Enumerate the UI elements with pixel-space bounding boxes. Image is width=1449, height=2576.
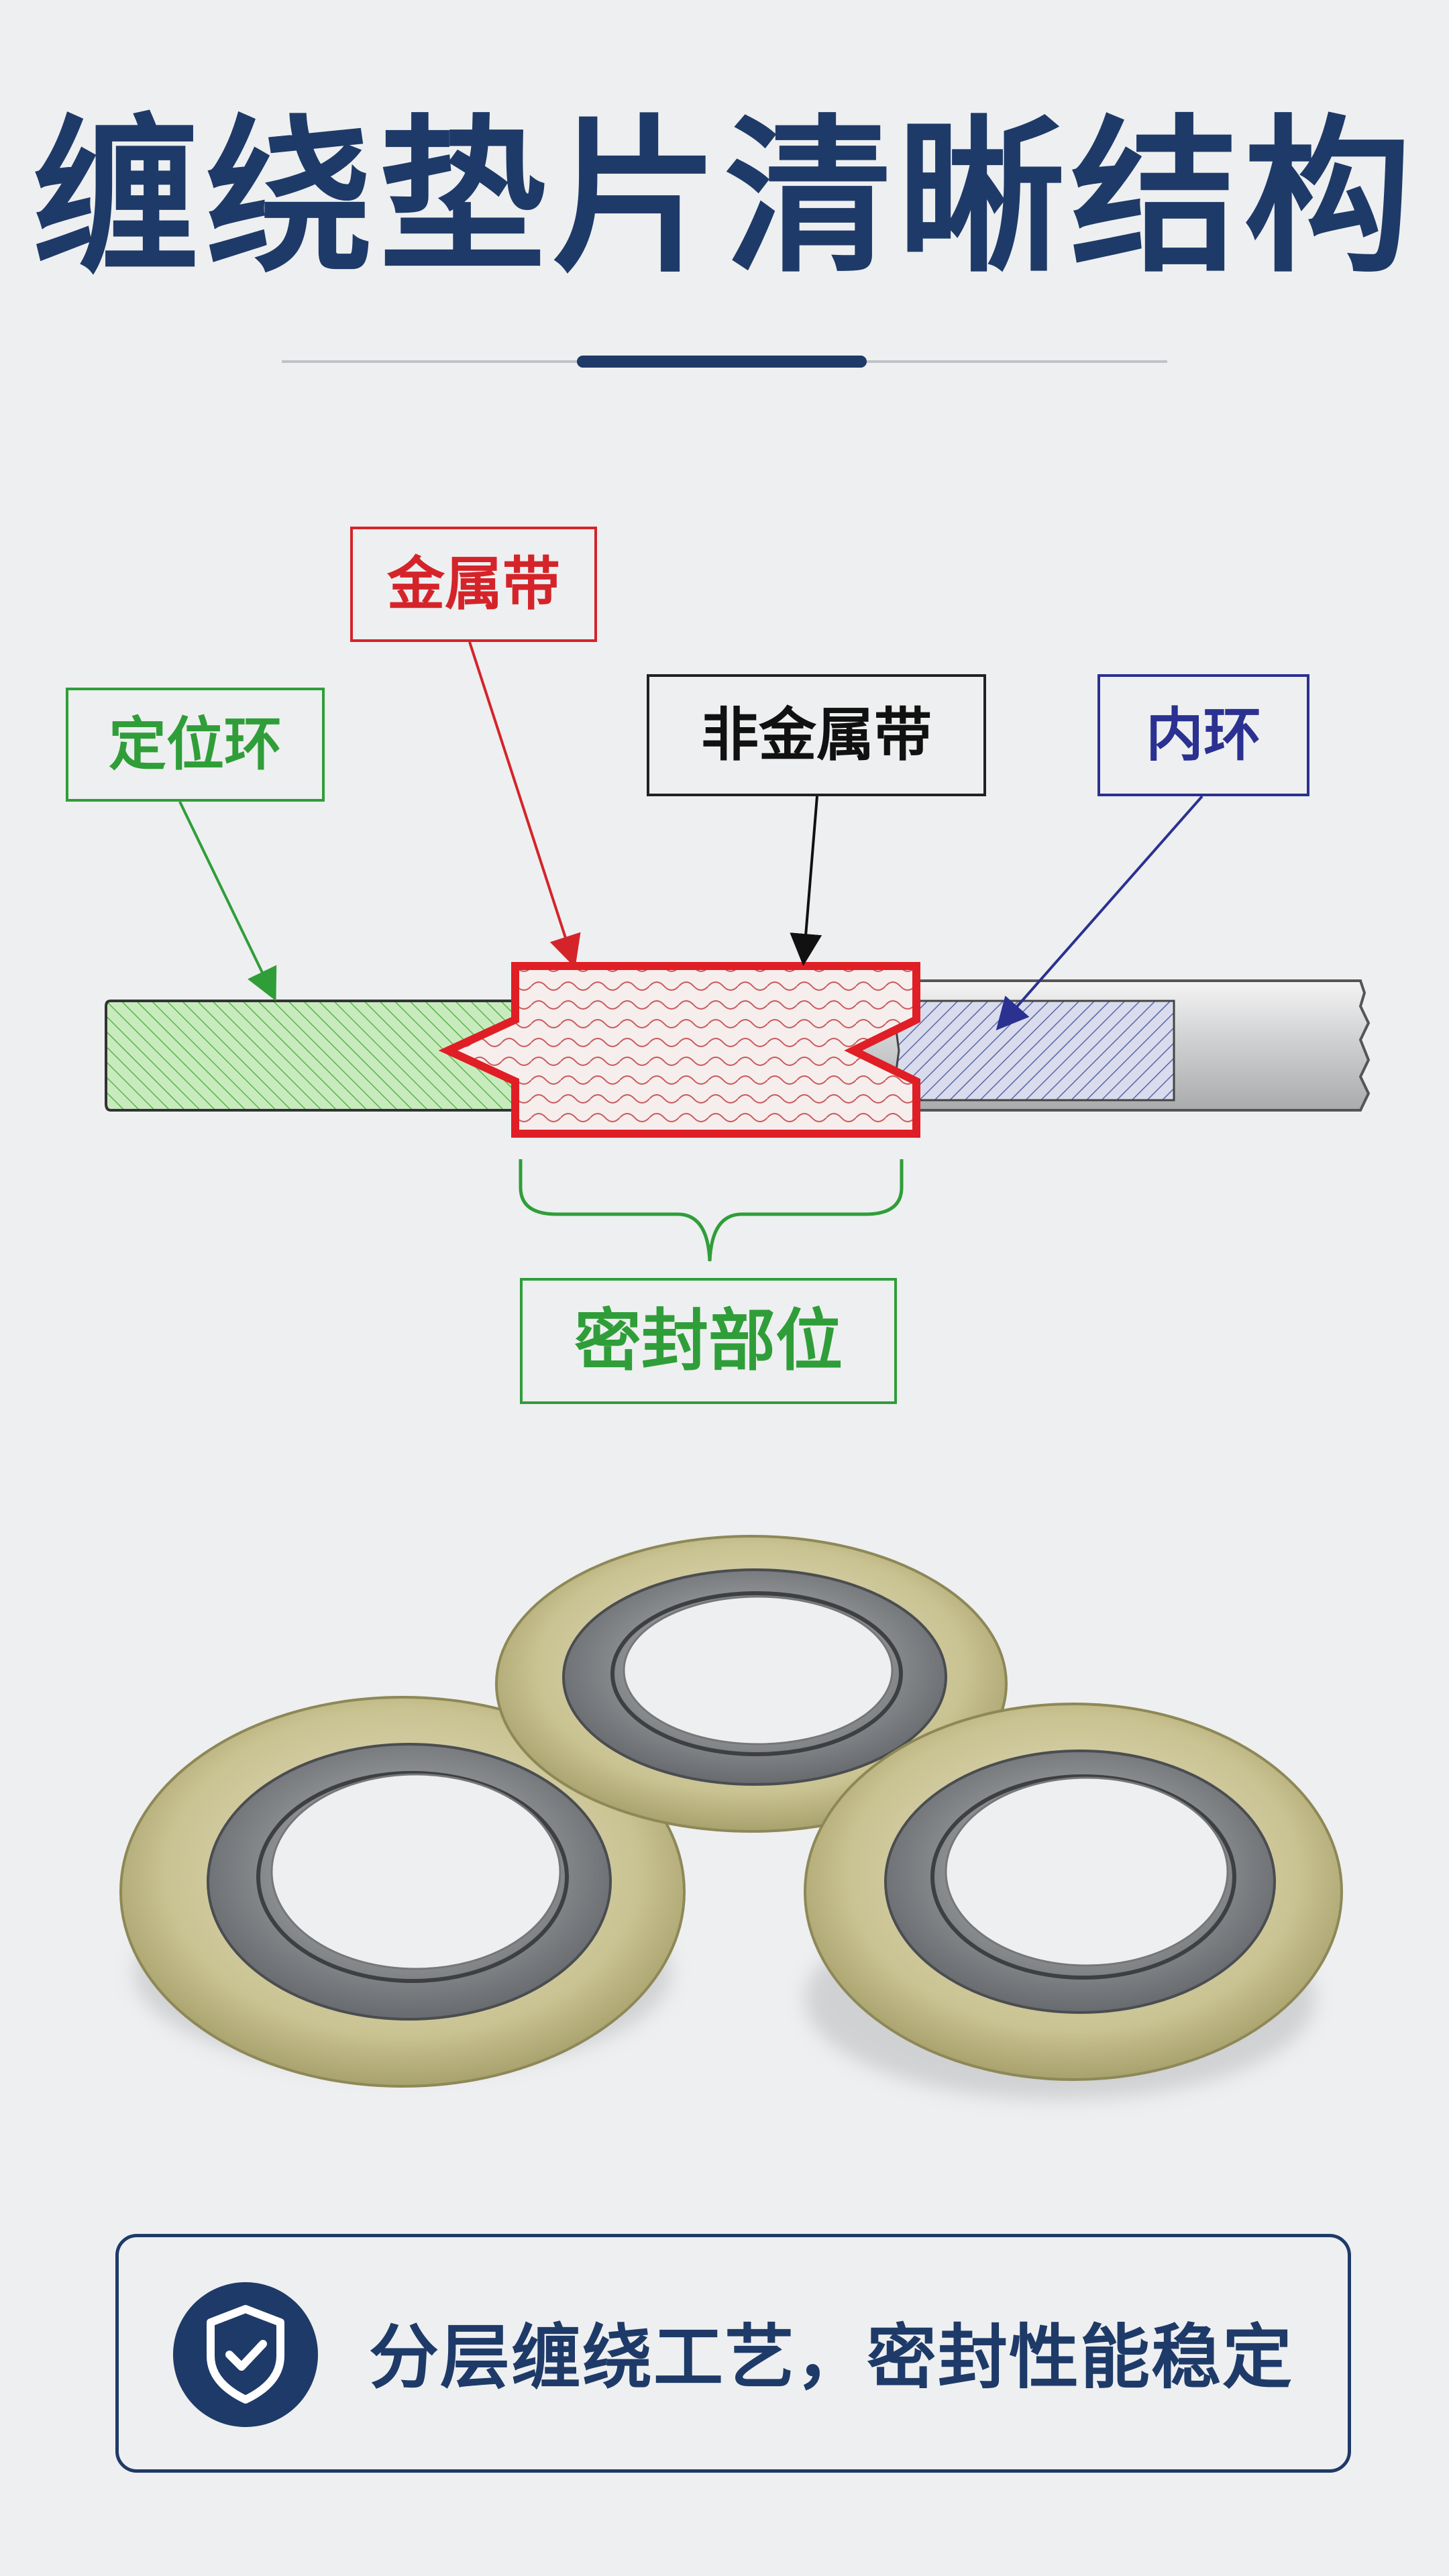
banner-text: 分层缠绕工艺，密封性能稳定: [369, 2316, 1294, 2398]
gasket-right: [804, 1703, 1343, 2081]
gasket-product-photo: [119, 1535, 1343, 2100]
non-metal-strip-pointer: [790, 796, 822, 966]
inner-ring-pointer: [996, 795, 1203, 1031]
metal-strip-pointer: [468, 641, 581, 968]
sealing-area-label: 密封部位: [520, 1278, 897, 1404]
wound-sealing-element: [438, 962, 920, 1138]
metal-strip-label: 金属带: [350, 527, 597, 642]
gasket-left: [119, 1696, 686, 2088]
locating-ring-pointer: [178, 801, 277, 1002]
locating-ring-label: 定位环: [66, 688, 325, 802]
feature-banner: [115, 2234, 1351, 2473]
non-metal-strip-label: 非金属带: [647, 674, 986, 796]
inner-ring-shape: [857, 979, 1371, 1112]
sealing-area-bracket: [519, 1159, 904, 1262]
gasket-middle: [495, 1535, 1008, 1833]
inner-ring-label: 内环: [1097, 674, 1309, 796]
locating-ring-shape: [105, 1000, 525, 1112]
title-accent-bar: [577, 356, 867, 368]
shield-check-icon: [173, 2282, 318, 2427]
page-title: 缠绕垫片清晰结构: [32, 100, 1417, 295]
gasket-cross-section-diagram: [105, 641, 1371, 1262]
